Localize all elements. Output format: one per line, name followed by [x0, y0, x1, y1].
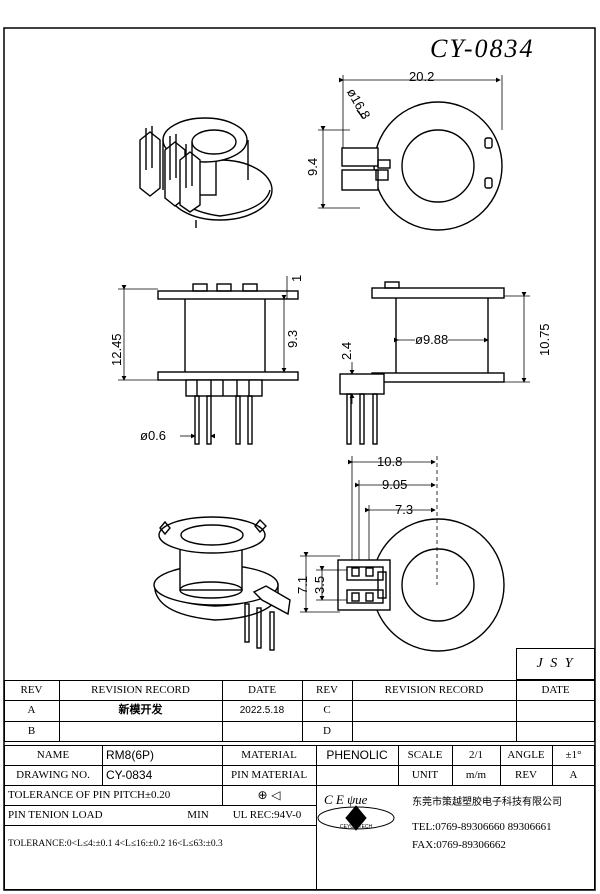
company-name: 东莞市策越塑胶电子科技有限公司 — [412, 797, 562, 808]
revision-record-a: 新模开发 — [118, 704, 163, 716]
angle-label: ANGLE — [507, 748, 545, 761]
dim-side-core: ø9.88 — [415, 332, 449, 347]
revision-table — [4, 680, 595, 742]
dim-bottom-w3: 7.3 — [395, 502, 414, 517]
revision-date-a: 2022.5.18 — [239, 704, 285, 716]
company-logo — [317, 805, 395, 831]
pin-tension-label: PIN TENION LOAD — [8, 808, 103, 821]
sheet-border — [3, 27, 596, 891]
date-header-2: DATE — [541, 683, 570, 696]
angle-value: ±1° — [565, 748, 582, 761]
general-tolerance: TOLERANCE:0<L≤4:±0.1 4<L≤16:±0.2 16<L≤63… — [8, 839, 223, 850]
rev-header: REV — [20, 683, 43, 696]
unit-value: m/m — [465, 768, 487, 781]
dim-bottom-w1: 10.8 — [377, 454, 403, 469]
name-value: RM8(6P) — [106, 748, 155, 762]
revision-record-header-2: REVISION RECORD — [384, 683, 484, 696]
rev-row-c: C — [323, 704, 331, 716]
ul-rec: UL REC:94V-0 — [232, 808, 302, 821]
rev-header-2: REV — [316, 683, 338, 696]
dim-side-overall: 10.75 — [537, 323, 552, 356]
bottom-view — [337, 518, 505, 652]
dim-bottom-h2: 3.5 — [312, 575, 327, 594]
drawing-no-value: CY-0834 — [106, 768, 153, 782]
revision-record-header: REVISION RECORD — [91, 683, 190, 696]
rev-row-d: D — [323, 725, 331, 737]
jsy-label: J S Y — [536, 656, 575, 671]
rev-label: REV — [515, 768, 537, 781]
company-fax: FAX:0769-89306662 — [412, 839, 506, 851]
projection-symbol-icon: ⊕ ◁ — [257, 788, 281, 802]
bottom-view-dims — [300, 456, 438, 613]
dim-pin-diameter: ø0.6 — [140, 428, 167, 443]
dim-bottom-h1: 7.1 — [295, 575, 310, 594]
logo-small-text: CEYUE TECH — [340, 824, 373, 830]
drawing-no-label: DRAWING NO. — [16, 768, 90, 781]
dim-front-overall: 12.45 — [109, 333, 124, 366]
top-view-dims — [318, 75, 503, 209]
isometric-view-top — [139, 117, 273, 228]
material-label: MATERIAL — [241, 748, 297, 761]
rev-row-a: A — [27, 704, 36, 716]
unit-label: UNIT — [411, 768, 439, 781]
pin-tension-min: MIN — [187, 808, 209, 821]
drawing-title: CY-0834 — [430, 34, 535, 63]
dim-bottom-w2: 9.05 — [382, 477, 408, 492]
dim-side-offset: 2.4 — [339, 341, 354, 360]
company-tel: TEL:0769-89306660 89306661 — [412, 821, 552, 833]
pin-pitch-tolerance: TOLERANCE OF PIN PITCH±0.20 — [8, 788, 171, 801]
scale-label: SCALE — [407, 748, 443, 761]
side-view — [339, 281, 505, 445]
rev-value: A — [569, 768, 578, 781]
dim-pin-height: 1 — [289, 274, 304, 282]
pin-material-label: PIN MATERIAL — [230, 768, 308, 781]
date-header: DATE — [247, 683, 277, 696]
dim-top-width: 20.2 — [409, 69, 435, 84]
dim-front-winding: 9.3 — [285, 329, 300, 348]
material-value: PHENOLIC — [326, 748, 388, 762]
top-view — [341, 101, 503, 231]
scale-value: 2/1 — [468, 748, 484, 761]
front-view — [157, 283, 299, 445]
title-block — [4, 745, 595, 890]
front-view-dims — [118, 276, 288, 439]
isometric-view-bottom — [153, 516, 291, 651]
logo-text: C E ψue — [324, 792, 368, 807]
dim-top-height: 9.4 — [305, 157, 320, 176]
name-label: NAME — [36, 748, 70, 761]
jsy-box — [516, 648, 595, 680]
rev-row-b: B — [27, 725, 36, 737]
